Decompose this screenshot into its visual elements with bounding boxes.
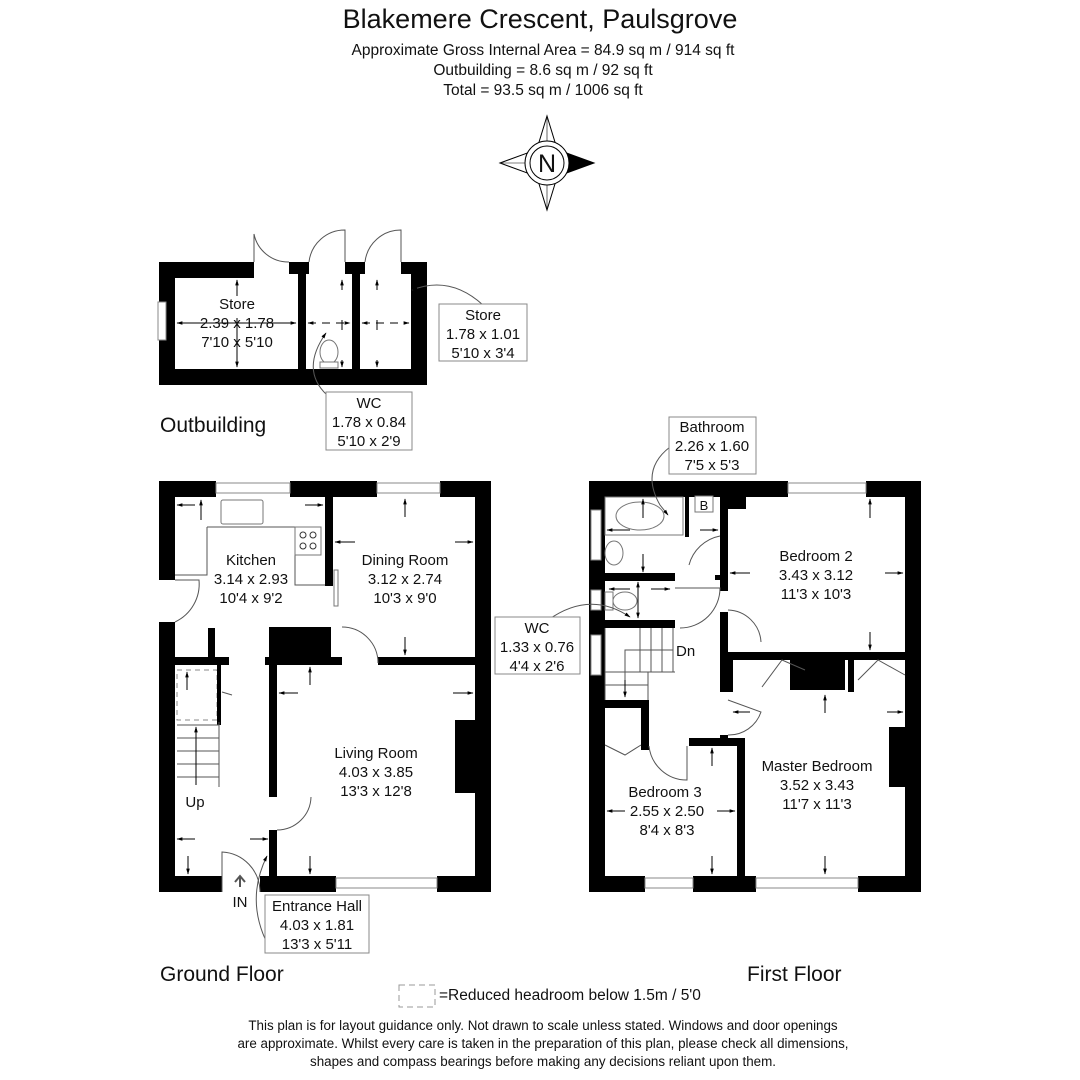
disclaimer-line: are approximate. Whilst every care is ta… xyxy=(237,1036,849,1051)
room-metric: 3.12 x 2.74 xyxy=(368,571,442,588)
plan-title: Blakemere Crescent, Paulsgrove xyxy=(342,4,738,34)
room-name: WC xyxy=(525,620,550,637)
room-metric: 4.03 x 3.85 xyxy=(339,764,413,781)
room-name: Entrance Hall xyxy=(272,898,362,915)
room-metric: 1.78 x 1.01 xyxy=(446,326,520,343)
ground-floor-plan: Kitchen 3.14 x 2.93 10'4 x 9'2 Dining Ro… xyxy=(159,481,491,954)
first-floor-label: First Floor xyxy=(747,963,842,986)
ground-floor-label: Ground Floor xyxy=(160,963,284,986)
stairs-up-label: Up xyxy=(185,794,204,811)
disclaimer-line: This plan is for layout guidance only. N… xyxy=(248,1018,838,1033)
total-area: Total = 93.5 sq m / 1006 sq ft xyxy=(443,82,643,99)
room-name: Bathroom xyxy=(679,419,744,436)
outbuilding-label: Outbuilding xyxy=(160,414,267,437)
room-imperial: 13'3 x 5'11 xyxy=(282,936,353,953)
reduced-headroom-legend: =Reduced headroom below 1.5m / 5'0 xyxy=(439,987,701,1004)
room-imperial: 13'3 x 12'8 xyxy=(340,783,412,800)
stairs-down-label: Dn xyxy=(676,643,695,660)
room-name: Kitchen xyxy=(226,552,276,569)
room-name: Bedroom 3 xyxy=(628,784,701,801)
room-imperial: 7'5 x 5'3 xyxy=(685,457,740,474)
outbuilding-plan: Store 2.39 x 1.78 7'10 x 5'10 WC 1.78 x … xyxy=(157,229,528,451)
room-metric: 2.39 x 1.78 xyxy=(200,315,274,332)
room-metric: 4.03 x 1.81 xyxy=(280,917,354,934)
room-metric: 3.14 x 2.93 xyxy=(214,571,288,588)
reduced-headroom-swatch xyxy=(398,984,436,1008)
first-floor-plan: B D xyxy=(494,416,921,892)
room-name: Store xyxy=(465,307,501,324)
entrance-in-label: IN xyxy=(233,894,248,911)
room-name: Dining Room xyxy=(362,552,449,569)
compass-rose-icon: N xyxy=(498,114,596,212)
room-name: WC xyxy=(357,395,382,412)
compass-north-label: N xyxy=(538,150,556,178)
boiler-label: B xyxy=(700,498,709,513)
room-metric: 2.26 x 1.60 xyxy=(675,438,749,455)
room-name: Store xyxy=(219,296,255,313)
room-metric: 1.78 x 0.84 xyxy=(332,414,406,431)
room-imperial: 8'4 x 8'3 xyxy=(640,822,695,839)
room-metric: 2.55 x 2.50 xyxy=(630,803,704,820)
disclaimer: This plan is for layout guidance only. N… xyxy=(0,1017,1080,1071)
room-imperial: 5'10 x 2'9 xyxy=(337,433,400,450)
room-metric: 3.43 x 3.12 xyxy=(779,567,853,584)
room-metric: 1.33 x 0.76 xyxy=(500,639,574,656)
room-name: Master Bedroom xyxy=(762,758,873,775)
disclaimer-line: shapes and compass bearings before makin… xyxy=(310,1054,776,1069)
room-imperial: 5'10 x 3'4 xyxy=(451,345,514,362)
room-imperial: 7'10 x 5'10 xyxy=(201,334,273,351)
room-metric: 3.52 x 3.43 xyxy=(780,777,854,794)
room-imperial: 10'3 x 9'0 xyxy=(373,590,436,607)
outbuilding-area: Outbuilding = 8.6 sq m / 92 sq ft xyxy=(433,62,653,79)
room-imperial: 10'4 x 9'2 xyxy=(219,590,282,607)
room-imperial: 11'7 x 11'3 xyxy=(782,796,851,813)
gross-internal-area: Approximate Gross Internal Area = 84.9 s… xyxy=(351,42,735,59)
room-name: Living Room xyxy=(334,745,417,762)
room-imperial: 4'4 x 2'6 xyxy=(510,658,565,675)
room-imperial: 11'3 x 10'3 xyxy=(781,586,852,603)
room-name: Bedroom 2 xyxy=(779,548,852,565)
